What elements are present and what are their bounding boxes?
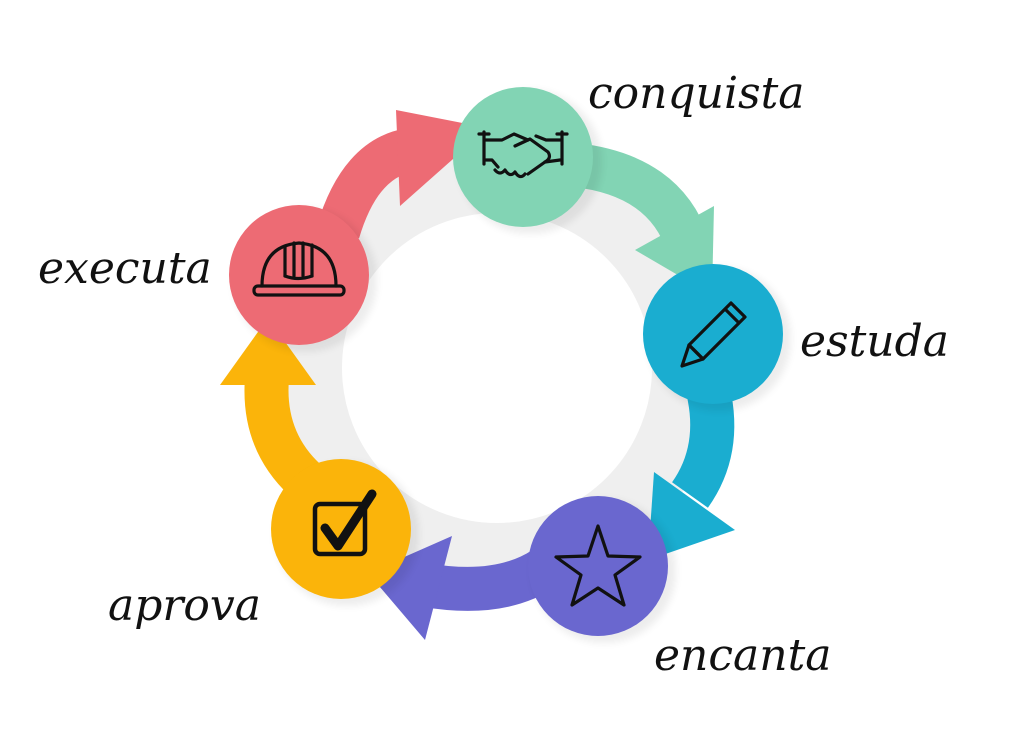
arrow-shaft bbox=[244, 376, 321, 497]
handshake-icon bbox=[477, 130, 569, 179]
stage-circle bbox=[453, 87, 593, 227]
arrow-head bbox=[220, 318, 316, 385]
stage-label-conquista: conquista bbox=[588, 68, 805, 119]
pencil-icon bbox=[680, 301, 747, 368]
stage-label-estuda: estuda bbox=[800, 316, 949, 367]
stage-executa: executa bbox=[38, 205, 377, 352]
stage-label-aprova: aprova bbox=[108, 580, 261, 631]
star-icon bbox=[554, 524, 642, 607]
stage-circle bbox=[271, 459, 411, 599]
stage-circle bbox=[229, 205, 369, 345]
stage-aprova: aprova bbox=[108, 459, 419, 631]
stage-circle bbox=[528, 496, 668, 636]
stage-label-encanta: encanta bbox=[654, 630, 832, 681]
stage-circle bbox=[643, 264, 783, 404]
arrow-head bbox=[368, 536, 452, 640]
arrow-shaft bbox=[421, 549, 558, 611]
arrow-head bbox=[648, 472, 735, 560]
stage-conquista: conquista bbox=[453, 68, 805, 234]
arrow-aprova-to-executa bbox=[220, 318, 321, 497]
stage-estuda: estuda bbox=[643, 264, 949, 411]
stage-label-executa: executa bbox=[38, 243, 212, 294]
hard-hat-icon bbox=[252, 241, 346, 297]
checkbox-icon bbox=[312, 489, 377, 557]
stage-encanta: encanta bbox=[528, 496, 832, 681]
